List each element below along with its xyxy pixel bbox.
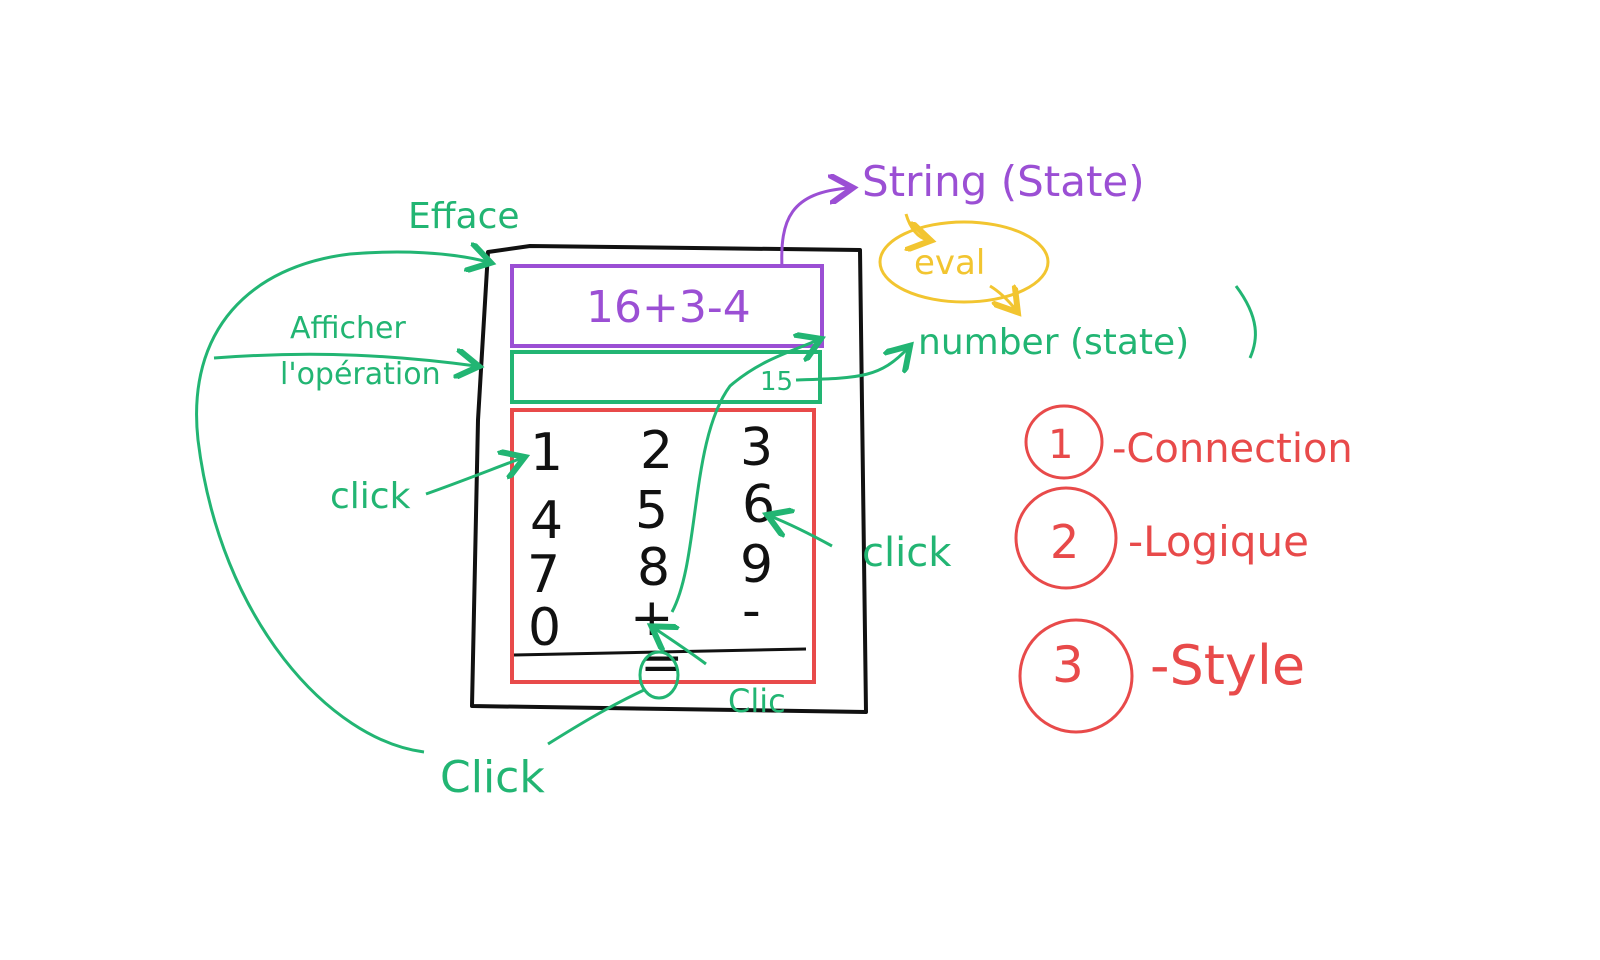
efface-label: Efface xyxy=(408,196,520,237)
legend-number-1: 1 xyxy=(1048,422,1073,468)
legend-circle-2 xyxy=(1014,486,1118,590)
click-left-arrow xyxy=(425,458,522,496)
key-0[interactable]: 0 xyxy=(528,598,561,658)
result-display-text: 15 xyxy=(760,367,793,397)
click-right-label: click xyxy=(862,530,952,576)
click-bottom-arrow xyxy=(547,688,645,746)
key-minus[interactable]: - xyxy=(742,581,761,641)
key-1[interactable]: 1 xyxy=(530,423,563,483)
eval-label: eval xyxy=(914,243,985,283)
string-to-eval-arrow xyxy=(906,213,928,240)
legend: 1 -Connection 2 -Logique 3 -Style xyxy=(1014,404,1353,734)
loop-to-display-arrow xyxy=(213,354,476,366)
click-bottom-label: Click xyxy=(440,752,545,803)
legend-circle-3 xyxy=(1018,618,1134,734)
click-right-arrow xyxy=(770,516,833,548)
click-left-label: click xyxy=(330,476,411,517)
calculator-body xyxy=(470,244,868,714)
display-to-string-arrow xyxy=(780,188,850,269)
key-5[interactable]: 5 xyxy=(635,481,668,541)
legend-label-1: -Connection xyxy=(1112,426,1353,472)
eval-to-number-arrow xyxy=(989,286,1016,310)
afficher-label-line1: Afficher xyxy=(290,311,406,346)
clic-plus-arrow xyxy=(654,628,707,666)
key-8[interactable]: 8 xyxy=(637,538,670,598)
expression-display xyxy=(510,264,824,348)
key-4[interactable]: 4 xyxy=(530,491,563,551)
legend-number-3: 3 xyxy=(1052,636,1084,694)
legend-number-2: 2 xyxy=(1050,515,1079,569)
number-paren-close xyxy=(1234,285,1257,359)
key-9[interactable]: 9 xyxy=(740,535,773,595)
legend-label-3: -Style xyxy=(1150,634,1305,697)
result-display xyxy=(510,350,822,404)
result-to-number-arrow xyxy=(795,348,908,382)
equals-to-efface-loop xyxy=(195,252,488,754)
number-state-label: number (state) xyxy=(918,322,1189,363)
keypad-keys: 1 2 3 4 5 6 7 8 9 0 + - xyxy=(527,418,775,658)
eval-bubble xyxy=(878,220,1050,304)
legend-circle-1 xyxy=(1024,404,1104,480)
string-state-label: String (State) xyxy=(862,157,1145,206)
plus-to-result-arrow xyxy=(670,340,818,613)
key-3[interactable]: 3 xyxy=(740,418,773,478)
keypad xyxy=(510,408,816,684)
clic-plus-label: Clic xyxy=(728,682,786,720)
key-7[interactable]: 7 xyxy=(527,545,560,605)
key-2[interactable]: 2 xyxy=(640,421,673,481)
legend-label-2: -Logique xyxy=(1128,517,1309,566)
key-6[interactable]: 6 xyxy=(742,475,775,535)
afficher-label-line2: l'opération xyxy=(280,357,441,392)
expression-display-text: 16+3-4 xyxy=(586,282,751,333)
